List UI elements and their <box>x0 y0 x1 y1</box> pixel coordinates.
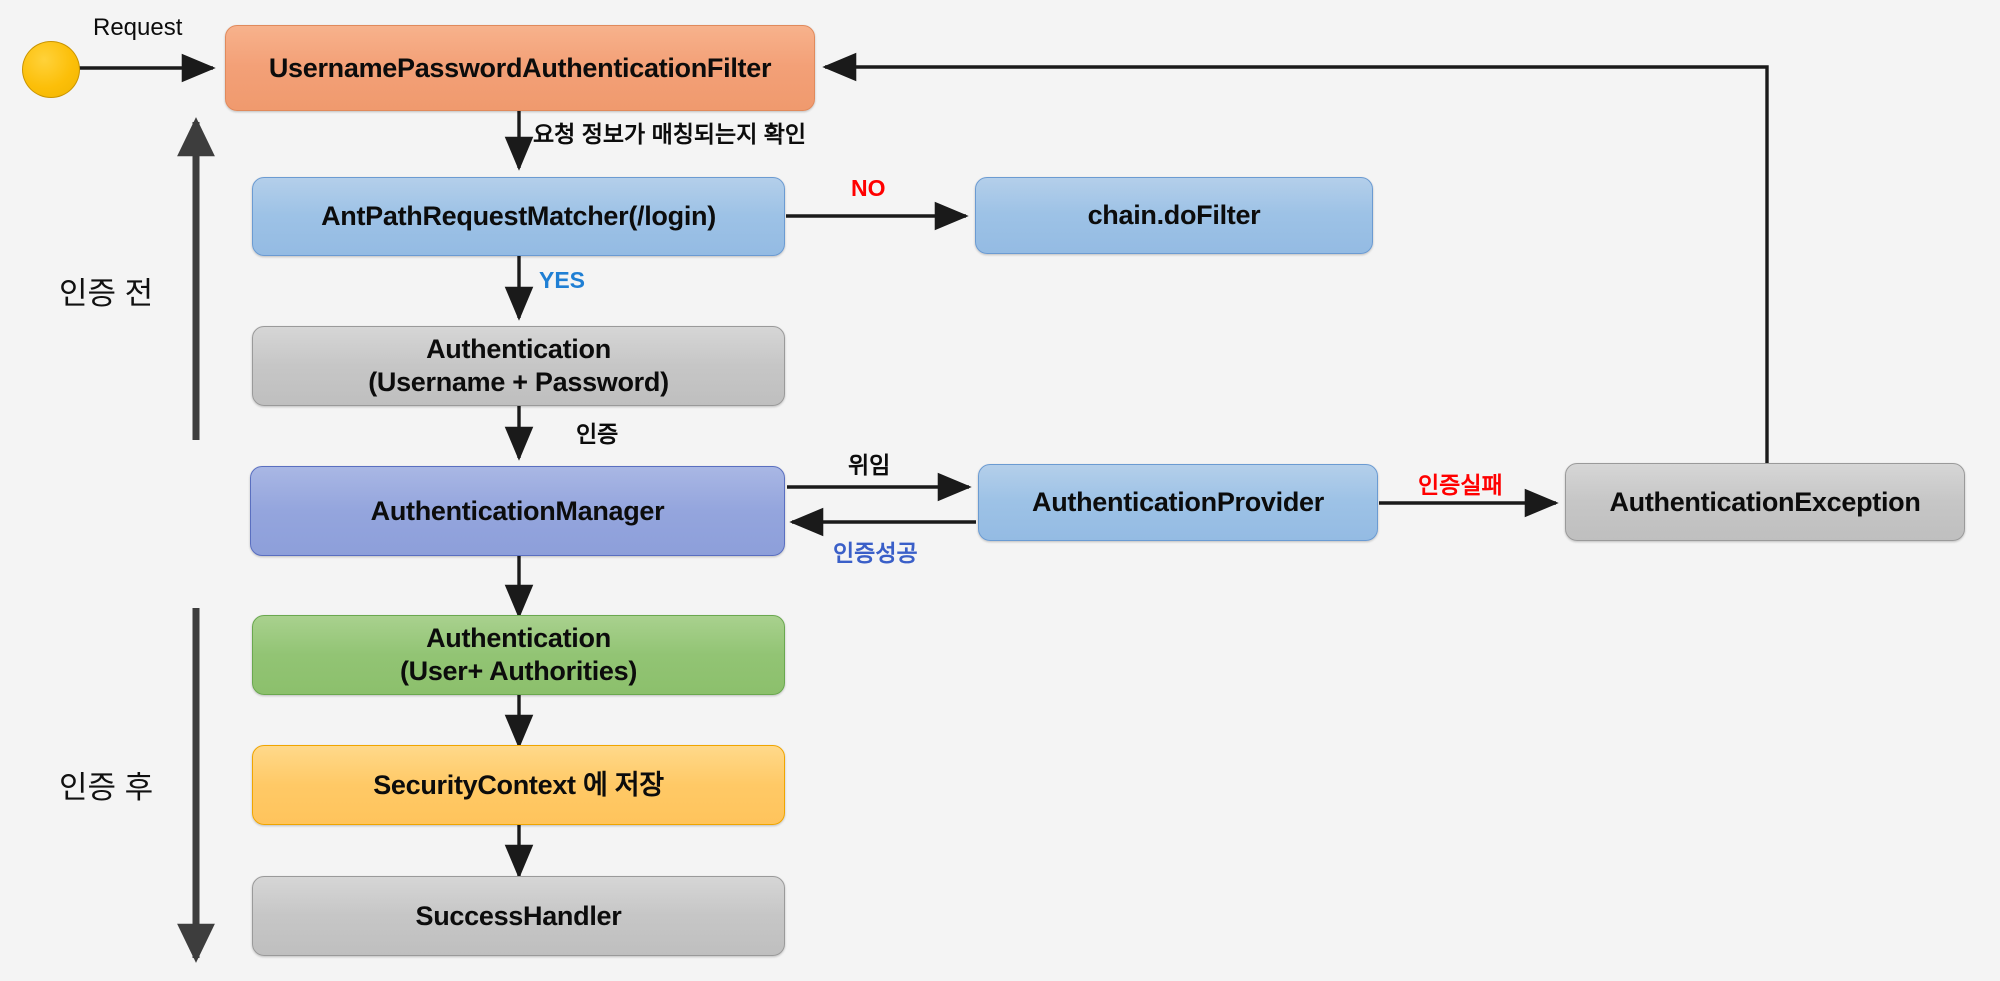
node-label: SecurityContext 에 저장 <box>373 769 664 800</box>
start-node[interactable] <box>22 41 80 98</box>
node-label: AuthenticationManager <box>370 495 665 526</box>
edge-label-request: Request <box>93 14 183 41</box>
node-authentication-user-authorities[interactable]: Authentication (User+ Authorities) <box>252 615 785 695</box>
node-label: SuccessHandler <box>415 900 622 931</box>
edge-label-auth-failure: 인증실패 <box>1418 472 1503 498</box>
node-label: UsernamePasswordAuthenticationFilter <box>268 52 772 83</box>
node-label-line1: Authentication <box>426 623 611 654</box>
edge-label-auth-success: 인증성공 <box>833 540 918 566</box>
edge-label-yes: YES <box>539 267 586 293</box>
edge-label-no: NO <box>851 175 886 201</box>
node-username-password-authentication-filter[interactable]: UsernamePasswordAuthenticationFilter <box>225 25 815 111</box>
node-authentication-manager[interactable]: AuthenticationManager <box>250 466 785 556</box>
node-label: AuthenticationException <box>1609 486 1921 517</box>
node-label-line2: (User+ Authorities) <box>399 656 638 686</box>
node-label-line2: (Username + Password) <box>368 367 669 397</box>
phase-label-after-auth: 인증 후 <box>59 770 154 805</box>
edge-label-match-check: 요청 정보가 매칭되는지 확인 <box>533 121 807 147</box>
node-chain-dofilter[interactable]: chain.doFilter <box>975 177 1373 254</box>
phase-label-before-auth: 인증 전 <box>59 276 154 311</box>
edge-label-authenticate: 인증 <box>576 421 619 447</box>
node-authentication-exception[interactable]: AuthenticationException <box>1565 463 1965 541</box>
node-label: AuthenticationProvider <box>1032 487 1324 518</box>
edge-label-delegate: 위임 <box>848 452 891 478</box>
node-success-handler[interactable]: SuccessHandler <box>252 876 785 956</box>
node-antpath-request-matcher[interactable]: AntPathRequestMatcher(/login) <box>252 177 785 256</box>
node-authentication-provider[interactable]: AuthenticationProvider <box>978 464 1378 541</box>
node-label: AntPathRequestMatcher(/login) <box>321 201 716 232</box>
node-label-line1: Authentication <box>426 334 611 365</box>
node-authentication-username-password[interactable]: Authentication (Username + Password) <box>252 326 785 406</box>
node-security-context-save[interactable]: SecurityContext 에 저장 <box>252 745 785 825</box>
node-label: chain.doFilter <box>1087 200 1261 231</box>
